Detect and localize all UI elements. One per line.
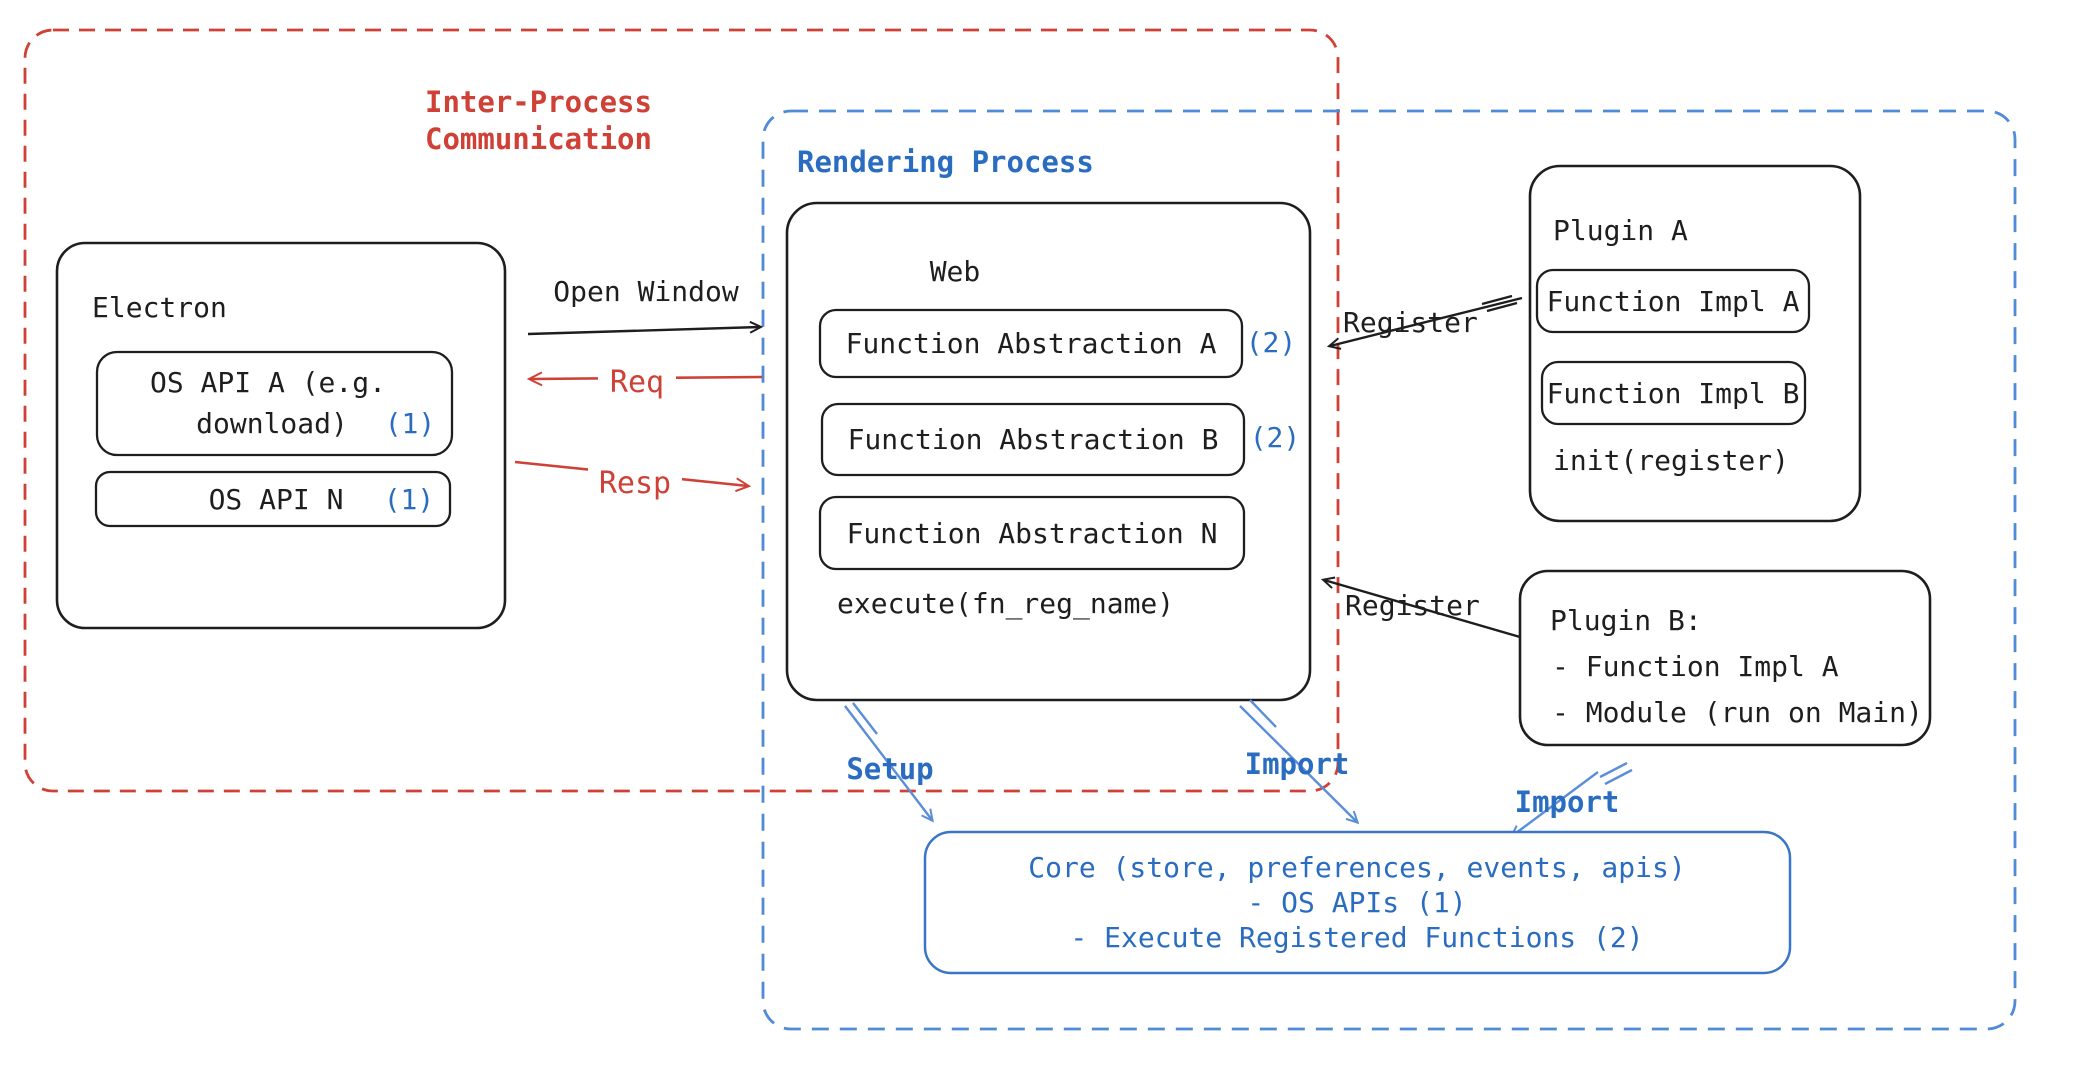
function-impl-b-box bbox=[1540, 360, 1807, 426]
plugin-b-line1: Plugin B: bbox=[1550, 604, 1702, 637]
init-register-label: init(register) bbox=[1553, 444, 1789, 477]
import-web-label: Import bbox=[1245, 747, 1350, 781]
function-impl-b-label: Function Impl B bbox=[1547, 377, 1800, 410]
import-plugin-tick-1 bbox=[1599, 761, 1628, 779]
import-web-arrow-tick bbox=[1249, 699, 1277, 728]
function-abstraction-b-box bbox=[820, 402, 1246, 477]
ipc-zone-label-line1: Inter-Process bbox=[425, 85, 652, 119]
open-window-arrow bbox=[527, 320, 764, 336]
rendering-zone-boundary bbox=[761, 109, 2017, 1031]
req-label: Req bbox=[610, 365, 664, 400]
import-plugin-tick-2 bbox=[1604, 768, 1633, 786]
os-api-a-label-line2: download) bbox=[196, 407, 348, 440]
register-b-arrow bbox=[1320, 576, 1521, 639]
import-plugin-label: Import bbox=[1515, 785, 1620, 819]
plugin-a-box bbox=[1528, 164, 1862, 523]
core-line3: - Execute Registered Functions (2) bbox=[1070, 921, 1643, 954]
os-api-n-label: OS API N bbox=[209, 483, 344, 516]
import-plugin-arrow bbox=[1509, 771, 1599, 838]
os-api-n-number: (1) bbox=[384, 483, 435, 516]
function-impl-a-label: Function Impl A bbox=[1547, 285, 1800, 318]
setup-arrow bbox=[844, 705, 934, 823]
os-api-a-label-line1: OS API A (e.g. bbox=[150, 366, 386, 399]
register-a-tick-1 bbox=[1481, 294, 1513, 306]
setup-arrow-tick bbox=[852, 702, 878, 735]
resp-label: Resp bbox=[599, 466, 671, 501]
function-abstraction-n-box bbox=[818, 495, 1246, 571]
os-api-a-box bbox=[95, 350, 454, 457]
plugin-b-line2: - Function Impl A bbox=[1552, 650, 1839, 683]
plugin-a-title: Plugin A bbox=[1553, 214, 1688, 247]
execute-label: execute(fn_reg_name) bbox=[837, 587, 1174, 621]
register-a-tick-2 bbox=[1486, 301, 1518, 313]
electron-title: Electron bbox=[92, 291, 227, 324]
core-line1: Core (store, preferences, events, apis) bbox=[1028, 851, 1685, 884]
resp-label-bg bbox=[588, 458, 682, 498]
core-box bbox=[923, 830, 1792, 975]
register-a-arrow bbox=[1326, 296, 1523, 350]
plugin-b-line3: - Module (run on Main) bbox=[1552, 696, 1923, 729]
core-line2: - OS APIs (1) bbox=[1247, 886, 1466, 919]
register-a-label: Register bbox=[1343, 306, 1478, 339]
function-abstraction-b-number: (2) bbox=[1250, 421, 1301, 454]
rendering-zone-label: Rendering Process bbox=[797, 145, 1094, 179]
ipc-zone-boundary bbox=[23, 28, 1340, 793]
function-abstraction-n-label: Function Abstraction N bbox=[847, 517, 1218, 550]
req-label-bg bbox=[598, 358, 676, 396]
register-b-label: Register bbox=[1345, 589, 1480, 622]
function-abstraction-b-label: Function Abstraction B bbox=[848, 423, 1219, 456]
open-window-label: Open Window bbox=[553, 275, 739, 308]
os-api-n-box bbox=[94, 470, 452, 528]
plugin-b-box bbox=[1518, 569, 1932, 747]
ipc-zone-label-line2: Communication bbox=[425, 122, 652, 156]
web-title: Web bbox=[930, 255, 981, 288]
function-impl-a-box bbox=[1535, 268, 1811, 334]
function-abstraction-a-label: Function Abstraction A bbox=[846, 327, 1217, 360]
setup-label: Setup bbox=[846, 752, 933, 786]
function-abstraction-a-number: (2) bbox=[1246, 326, 1297, 359]
function-abstraction-a-box bbox=[818, 308, 1244, 379]
import-web-arrow bbox=[1239, 705, 1360, 825]
os-api-a-number: (1) bbox=[385, 407, 436, 440]
